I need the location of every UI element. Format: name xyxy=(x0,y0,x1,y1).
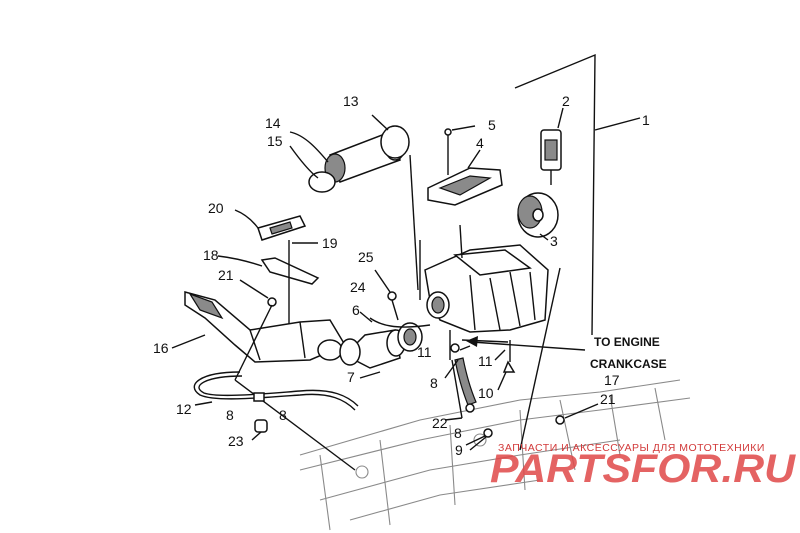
callout-17: 17 xyxy=(604,372,620,388)
callout-5: 5 xyxy=(488,117,496,133)
part-16-intake-duct xyxy=(171,291,347,363)
arrow-to-crankcase xyxy=(466,336,586,351)
callout-3: 3 xyxy=(550,233,558,249)
callout-11: 11 xyxy=(417,344,432,360)
callout-11: 11 xyxy=(478,353,493,369)
callout-14: 14 xyxy=(265,115,281,131)
callout-21: 21 xyxy=(218,267,234,283)
part-5-screw xyxy=(444,125,476,175)
callout-15: 15 xyxy=(267,133,283,149)
part-3-filter-element xyxy=(517,192,559,241)
part-13-14-15-filter-tube xyxy=(289,114,419,291)
callout-8: 8 xyxy=(454,425,462,441)
part-22-drain-hose xyxy=(444,330,477,421)
callout-8: 8 xyxy=(430,375,438,391)
watermark: ЗАПЧАСТИ И АКСЕССУАРЫ ДЛЯ МОТОТЕХНИКИ PA… xyxy=(490,442,796,491)
callout-25: 25 xyxy=(358,249,374,265)
callout-24: 24 xyxy=(350,279,366,295)
callout-21: 21 xyxy=(600,391,616,407)
callout-8: 8 xyxy=(226,407,234,423)
callout-4: 4 xyxy=(476,135,484,151)
callout-9: 9 xyxy=(455,442,463,458)
callout-23: 23 xyxy=(228,433,244,449)
watermark-tagline: ЗАПЧАСТИ И АКСЕССУАРЫ ДЛЯ МОТОТЕХНИКИ xyxy=(498,442,765,454)
callout-2: 2 xyxy=(562,93,570,109)
part-6-7-24-25-hose xyxy=(339,269,431,379)
callout-10: 10 xyxy=(478,385,494,401)
note-to-engine: TO ENGINE xyxy=(594,335,660,349)
callout-16: 16 xyxy=(153,340,169,356)
callout-7: 7 xyxy=(347,369,355,385)
callout-8: 8 xyxy=(279,407,287,423)
part-2-sensor xyxy=(540,107,564,185)
callout-labels: 1 2 3 4 5 6 7 8 8 8 8 9 10 11 11 12 13 1… xyxy=(153,93,650,458)
part-4-lid xyxy=(427,149,503,206)
part-20-bracket xyxy=(234,209,307,241)
callout-22: 22 xyxy=(432,415,448,431)
callout-6: 6 xyxy=(352,302,360,318)
callout-18: 18 xyxy=(203,247,219,263)
part-12-cable xyxy=(193,371,359,411)
callout-20: 20 xyxy=(208,200,224,216)
part-18-19-strap xyxy=(217,240,320,330)
callout-1: 1 xyxy=(642,112,650,128)
callout-13: 13 xyxy=(343,93,359,109)
watermark-brand: PARTSFOR.RU xyxy=(490,447,796,491)
vehicle-frame xyxy=(299,379,691,531)
assembly-outline-1 xyxy=(514,53,641,451)
part-8-9-10-11-clamps xyxy=(444,339,516,451)
crankcase-note: TO ENGINE CRANKCASE xyxy=(590,335,667,371)
part-23-fitting xyxy=(251,419,268,441)
callout-12: 12 xyxy=(176,401,192,417)
note-crankcase: CRANKCASE xyxy=(590,357,667,371)
callout-19: 19 xyxy=(322,235,338,251)
airbox-housing xyxy=(419,224,549,333)
